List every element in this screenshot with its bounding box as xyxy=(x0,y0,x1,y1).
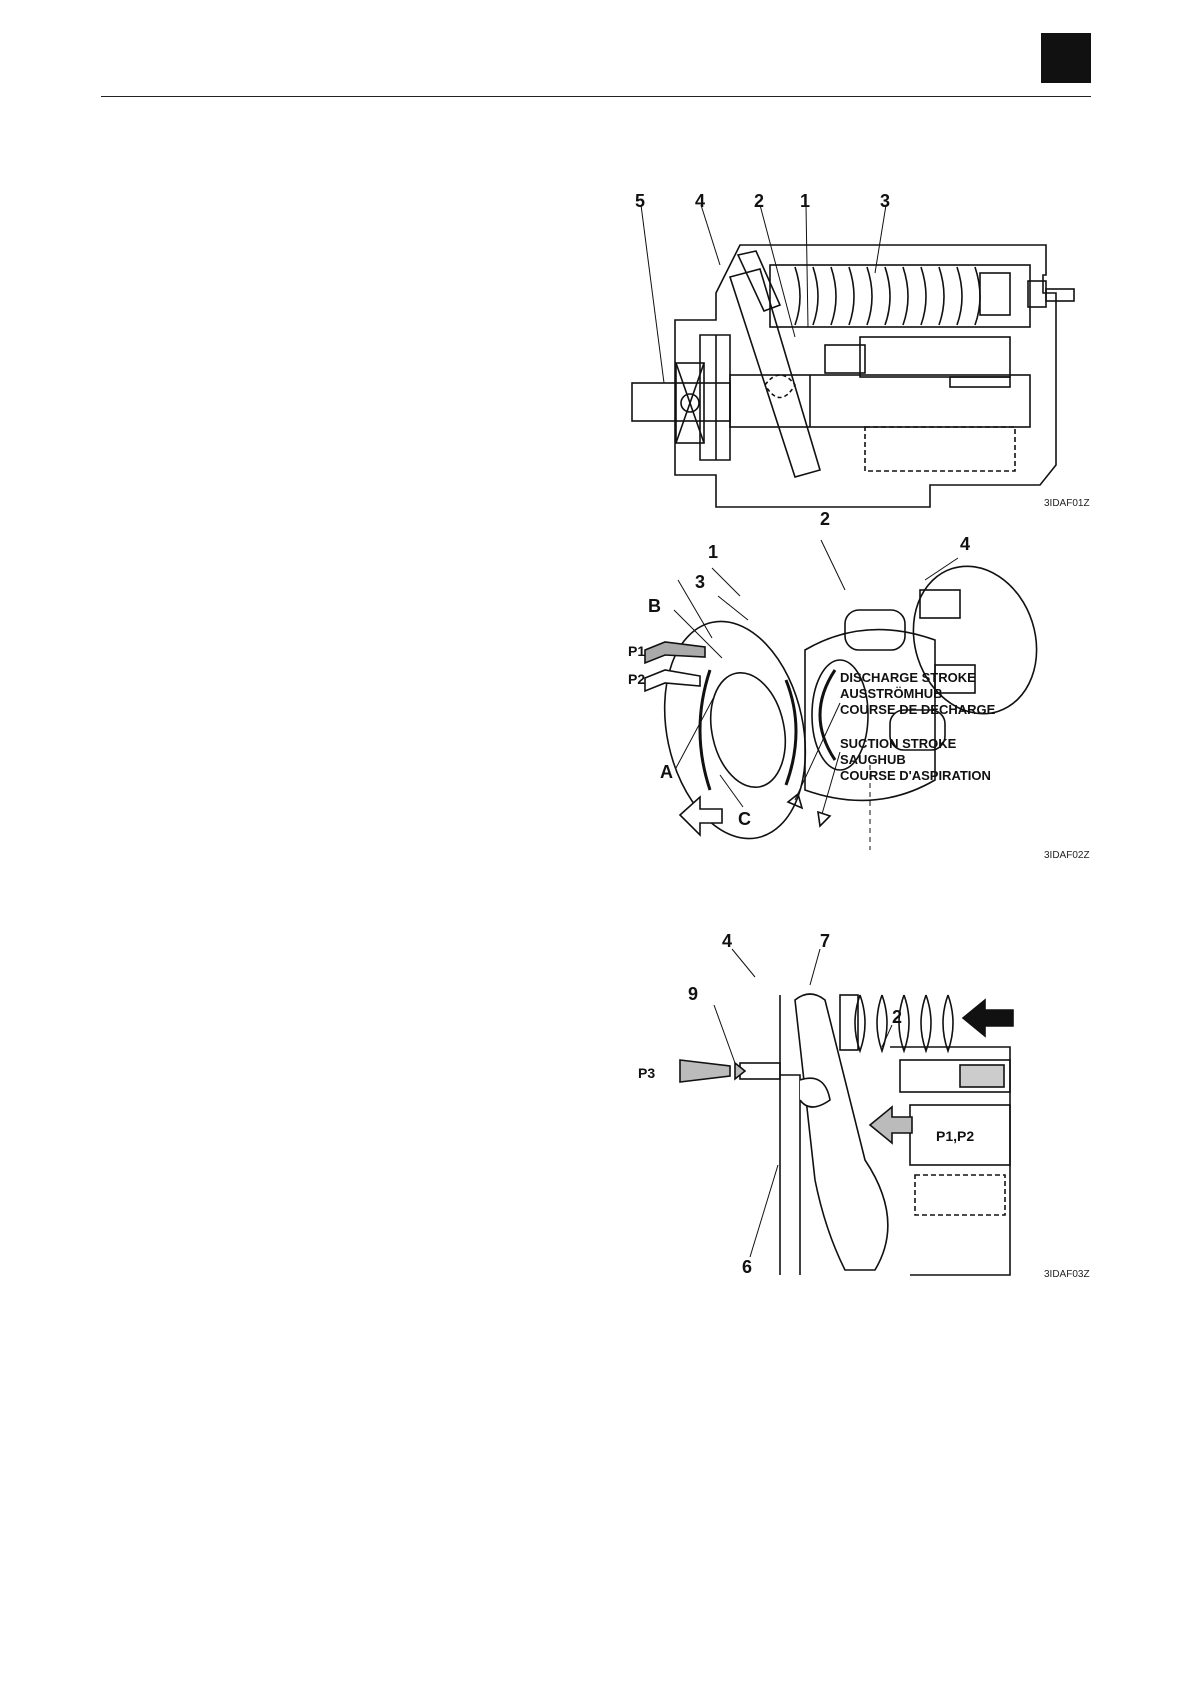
letter-c: C xyxy=(738,809,751,829)
callout-4: 4 xyxy=(960,534,970,554)
exploded-view-drawing: 2 1 4 3 B A C P1 P2 DISCHARGE STROKE AUS… xyxy=(630,550,1090,870)
callout-5: 5 xyxy=(635,191,645,211)
callout-2: 2 xyxy=(754,191,764,211)
pressure-p2: P2 xyxy=(628,671,645,687)
pressure-p1-p2: P1,P2 xyxy=(936,1128,974,1144)
letter-a: A xyxy=(660,762,673,782)
discharge-en: DISCHARGE STROKE xyxy=(840,670,976,685)
callout-4: 4 xyxy=(722,931,732,951)
callout-9: 9 xyxy=(688,984,698,1004)
suction-fr: COURSE D'ASPIRATION xyxy=(840,768,991,783)
header-rule xyxy=(101,96,1091,97)
callout-1: 1 xyxy=(708,542,718,562)
pressure-p3: P3 xyxy=(638,1065,655,1081)
figure-exploded-view: 2 1 4 3 B A C P1 P2 DISCHARGE STROKE AUS… xyxy=(630,550,1090,870)
discharge-fr: COURSE DE DECHARGE xyxy=(840,702,996,717)
swash-control-drawing: 4 7 9 2 6 P3 P1,P2 3IDAF03Z xyxy=(660,955,1090,1285)
callout-4: 4 xyxy=(695,191,705,211)
figure-swash-control: 4 7 9 2 6 P3 P1,P2 3IDAF03Z xyxy=(660,955,1090,1285)
figure-code: 3IDAF02Z xyxy=(1044,850,1090,861)
suction-de: SAUGHUB xyxy=(840,752,906,767)
section-tab-marker xyxy=(1041,33,1091,83)
callout-2: 2 xyxy=(892,1007,902,1027)
callout-1: 1 xyxy=(800,191,810,211)
figure-code: 3IDAF03Z xyxy=(1044,1269,1090,1280)
suction-en: SUCTION STROKE xyxy=(840,736,957,751)
callout-6: 6 xyxy=(742,1257,752,1277)
callout-2: 2 xyxy=(820,509,830,529)
callout-3: 3 xyxy=(880,191,890,211)
pressure-p1: P1 xyxy=(628,643,645,659)
callout-7: 7 xyxy=(820,931,830,951)
callout-3: 3 xyxy=(695,572,705,592)
figure-pump-section: 5 4 2 1 3 3IDAF01Z xyxy=(630,185,1090,515)
pump-section-drawing: 5 4 2 1 3 3IDAF01Z xyxy=(630,185,1090,515)
discharge-de: AUSSTRÖMHUB xyxy=(840,686,943,701)
figure-code: 3IDAF01Z xyxy=(1044,498,1090,509)
letter-b: B xyxy=(648,596,661,616)
